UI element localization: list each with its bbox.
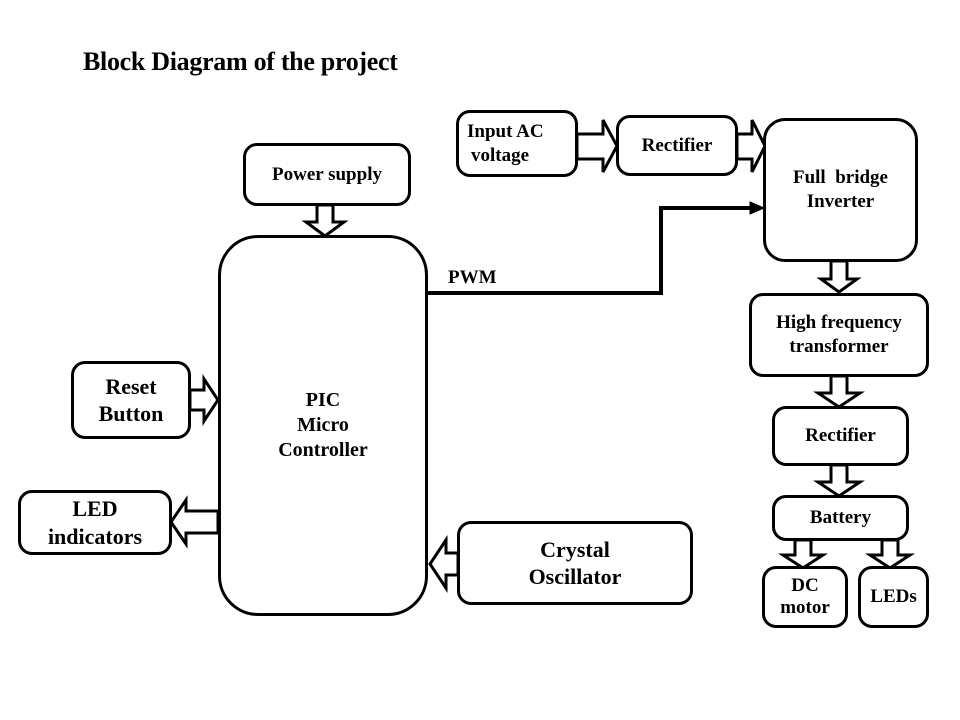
arrow-rectifier-to-fullbridge xyxy=(735,119,767,173)
pic-microcontroller-block: PIC Micro Controller xyxy=(218,235,428,616)
block-label: voltage xyxy=(471,144,530,166)
arrow-inputac-to-rectifier xyxy=(575,119,619,173)
reset-button-block: Reset Button xyxy=(71,361,191,439)
power-supply-block: Power supply xyxy=(243,143,411,206)
block-label: LEDs xyxy=(870,586,917,608)
arrow-rectifier-to-battery xyxy=(813,463,865,498)
pwm-signal-line xyxy=(427,206,752,295)
arrow-battery-to-leds xyxy=(864,538,916,570)
block-label: Oscillator xyxy=(528,564,622,589)
block-label: transformer xyxy=(789,336,889,357)
hf-transformer-block: High frequency transformer xyxy=(749,293,929,377)
block-label: Rectifier xyxy=(641,134,713,156)
block-label: Power supply xyxy=(272,163,382,185)
pwm-arrowhead xyxy=(749,201,766,215)
arrow-battery-to-dcmotor xyxy=(777,538,829,570)
block-label: Reset xyxy=(105,373,157,399)
block-label: Crystal xyxy=(540,536,610,562)
block-label: LED xyxy=(72,496,118,521)
battery-block: Battery xyxy=(772,495,909,541)
block-label: Rectifier xyxy=(805,425,876,447)
crystal-oscillator-block: Crystal Oscillator xyxy=(457,521,693,605)
arrow-crystal-to-pic xyxy=(428,535,460,593)
dc-motor-block: DC motor xyxy=(762,566,848,628)
arrow-pic-to-led-indicators xyxy=(169,495,220,549)
led-indicators-block: LED indicators xyxy=(18,490,172,555)
block-label: PIC xyxy=(305,389,341,411)
block-label: Inverter xyxy=(806,191,875,212)
block-label: motor xyxy=(780,597,830,618)
block-label: Button xyxy=(98,401,164,426)
rectifier-output-block: Rectifier xyxy=(772,406,909,466)
block-label: Input AC xyxy=(467,120,544,142)
diagram-title: Block Diagram of the project xyxy=(83,47,398,76)
arrow-transformer-to-rectifier xyxy=(813,374,865,409)
pwm-label: PWM xyxy=(448,267,497,288)
block-label: Controller xyxy=(278,439,368,461)
arrow-fullbridge-to-transformer xyxy=(816,259,862,294)
block-label: Full bridge xyxy=(792,167,888,189)
input-ac-voltage-block: Input AC voltage xyxy=(456,110,578,177)
leds-block: LEDs xyxy=(858,566,929,628)
arrow-power-to-pic xyxy=(301,203,349,238)
block-label: High frequency xyxy=(776,312,902,334)
block-label: Micro xyxy=(297,414,349,436)
block-label: DC xyxy=(791,575,819,597)
full-bridge-inverter-block: Full bridge Inverter xyxy=(763,118,918,262)
block-label: indicators xyxy=(47,523,143,549)
rectifier-input-block: Rectifier xyxy=(616,115,738,176)
arrow-reset-to-pic xyxy=(188,374,220,426)
block-label: Battery xyxy=(809,507,872,529)
